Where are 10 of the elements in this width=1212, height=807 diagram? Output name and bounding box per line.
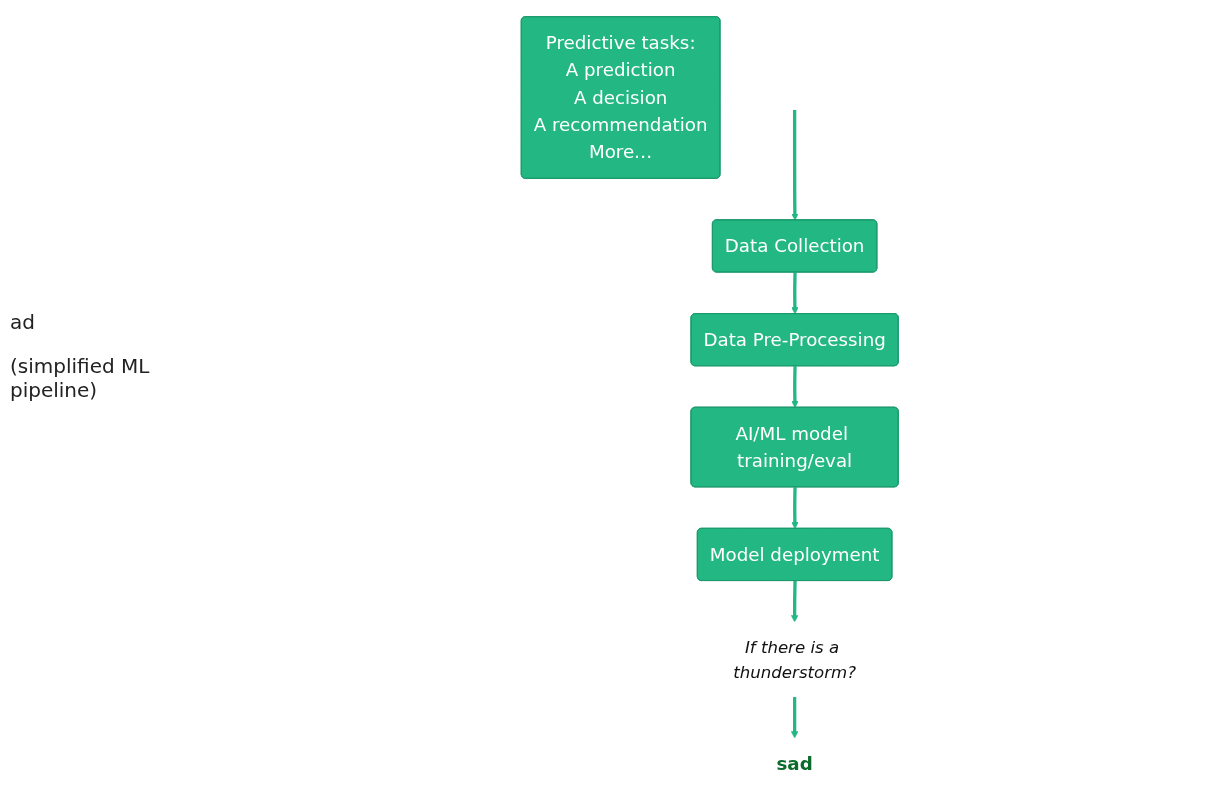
arrow (791, 580, 799, 623)
arrow (791, 487, 799, 530)
node-text: sad (776, 753, 813, 775)
note-text: ad (10, 310, 36, 334)
arrow (791, 696, 799, 739)
node-text: If there is a thunderstorm? (733, 636, 856, 682)
arrow (791, 109, 799, 221)
note-text: (simplified ML pipeline) (10, 354, 151, 402)
arrow (791, 272, 799, 315)
arrow (791, 366, 799, 408)
